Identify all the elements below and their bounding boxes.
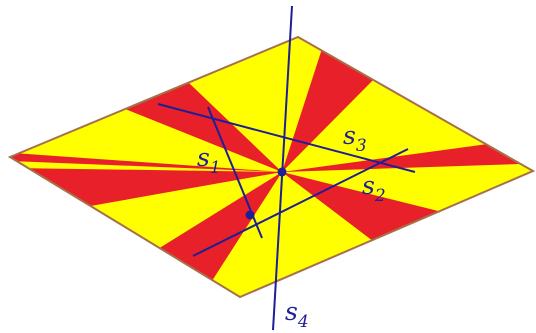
red-wedge bbox=[282, 144, 533, 172]
red-wedge bbox=[10, 153, 282, 172]
rhombus-border bbox=[7, 35, 536, 299]
label-s3: s3 bbox=[343, 121, 367, 156]
red-wedge bbox=[159, 172, 282, 281]
line-s2 bbox=[157, 103, 416, 173]
label-s4: s4 bbox=[285, 297, 309, 332]
center-point bbox=[277, 167, 287, 177]
label-s2: s2 bbox=[362, 171, 386, 206]
red-wedge bbox=[28, 168, 283, 206]
red-wedges bbox=[10, 50, 533, 281]
line-s3 bbox=[192, 148, 409, 257]
intersection-point bbox=[245, 210, 255, 220]
red-wedge bbox=[282, 50, 374, 172]
red-wedge bbox=[282, 172, 440, 241]
label-s1: s1 bbox=[197, 143, 221, 178]
